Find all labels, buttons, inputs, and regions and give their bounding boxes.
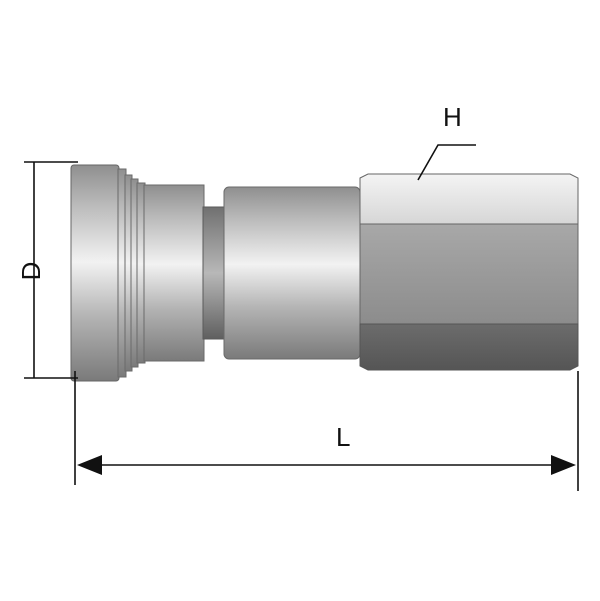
dimension-l-label: L xyxy=(336,422,350,452)
hex-nut xyxy=(359,173,579,371)
dimension-h-leader xyxy=(417,144,476,181)
dimension-l-arrow-left xyxy=(77,455,102,475)
dimension-d xyxy=(24,161,78,379)
dimension-l xyxy=(74,371,579,491)
dimension-l-arrow-right xyxy=(551,455,576,475)
dimension-h-label: H xyxy=(443,102,462,132)
thread-rings xyxy=(117,168,146,378)
shoulder xyxy=(143,184,205,362)
neck-groove xyxy=(202,206,228,340)
body-cylinder xyxy=(223,186,361,360)
flange-head xyxy=(70,164,120,382)
dimension-d-label: D xyxy=(16,262,46,281)
